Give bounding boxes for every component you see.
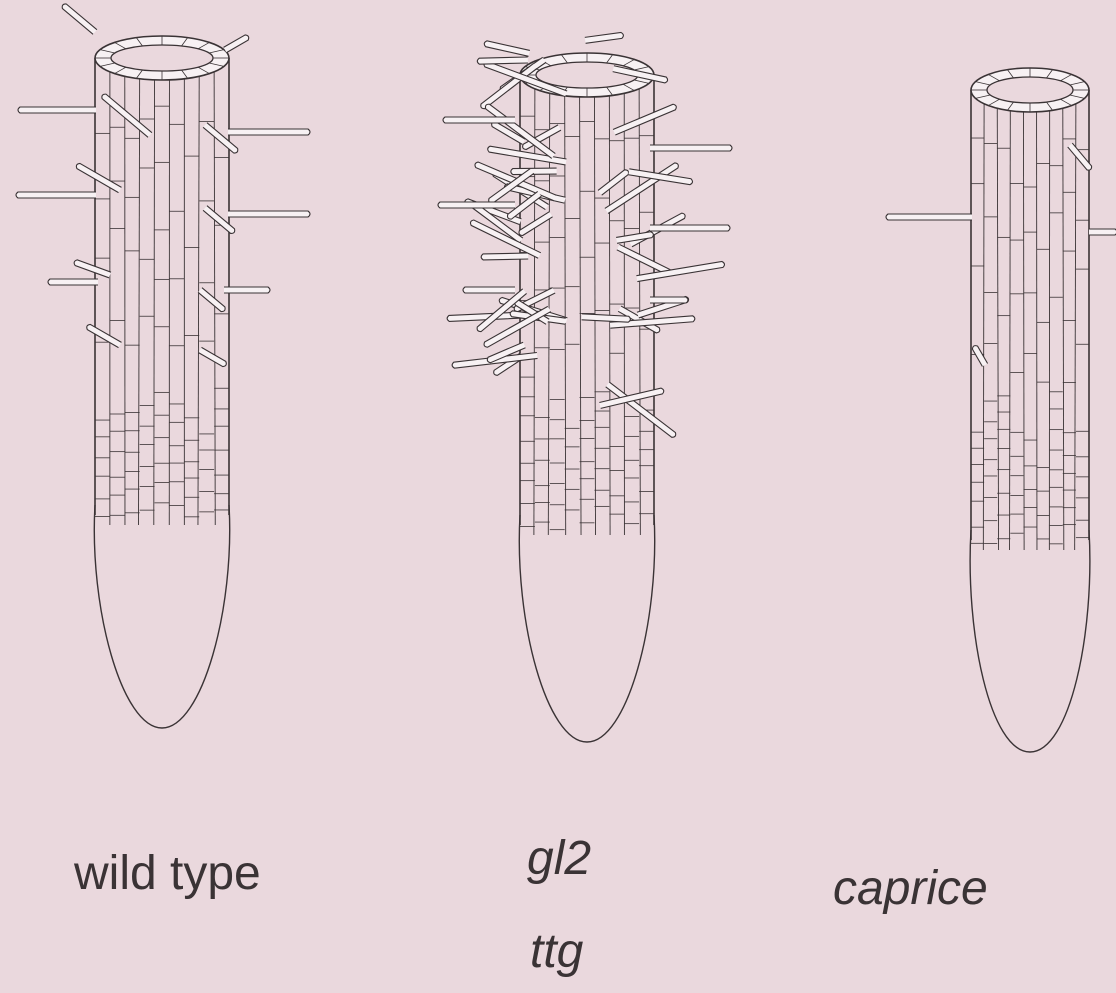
root-top-lumen	[536, 62, 638, 88]
root-tip-outline	[519, 515, 654, 742]
root-hair	[203, 123, 238, 153]
cell-file-line	[154, 66, 155, 525]
cell-file-line	[565, 83, 566, 535]
root-hair	[203, 206, 235, 234]
cell-file-line	[198, 66, 199, 525]
ttg-label: ttg	[530, 928, 583, 976]
wild-type-label: wild type	[74, 850, 261, 898]
gl2-ttg-root	[438, 32, 732, 742]
cell-file-line	[580, 83, 581, 535]
root-hair	[519, 212, 553, 236]
root-hair	[198, 288, 225, 312]
cell-file-line	[1063, 98, 1064, 550]
wild-type-root	[16, 4, 310, 728]
root-hair	[1089, 229, 1116, 235]
root-hair	[76, 163, 121, 192]
root-hair	[102, 94, 152, 137]
root-hair	[886, 214, 972, 220]
root-hair	[87, 324, 122, 347]
root-hair	[16, 192, 96, 198]
root-hair	[585, 32, 624, 43]
root-hair	[463, 287, 515, 293]
root-tip-outline	[970, 530, 1090, 752]
cell-file-line	[594, 83, 595, 535]
root-hair	[228, 129, 310, 135]
cell-file-line	[1023, 98, 1024, 550]
cell-file-line	[609, 83, 610, 535]
root-hair	[62, 4, 97, 34]
root-hair	[438, 202, 515, 208]
gl2-label: gl2	[527, 835, 591, 883]
root-hair	[228, 211, 310, 217]
root-hair	[48, 279, 98, 285]
root-tip-outline	[94, 505, 229, 728]
cell-file-line	[997, 98, 998, 550]
root-hair	[650, 225, 730, 231]
root-hair	[18, 107, 96, 113]
root-hair	[443, 117, 515, 123]
root-hair	[617, 244, 671, 274]
root-hair	[1068, 143, 1092, 170]
root-hair	[650, 145, 732, 151]
root-hair	[74, 260, 111, 278]
root-hair	[582, 314, 631, 322]
caprice-label: caprice	[833, 865, 988, 913]
root-top-lumen	[111, 45, 213, 71]
root-hair	[484, 41, 530, 56]
cell-file-line	[1075, 98, 1076, 550]
root-hair	[606, 382, 676, 437]
cell-file-line	[1010, 98, 1011, 550]
root-hair	[613, 104, 676, 135]
cell-file-line	[139, 66, 140, 525]
cell-file-line	[639, 83, 640, 535]
root-hair	[199, 347, 227, 366]
root-hair	[628, 169, 692, 185]
root-hair	[481, 253, 528, 260]
root-hair	[224, 35, 249, 53]
caprice-root	[886, 68, 1116, 752]
root-hair	[477, 57, 528, 64]
root-hair	[224, 287, 270, 293]
root-hair	[972, 346, 987, 367]
root-hair	[650, 297, 688, 303]
root-top-lumen	[987, 77, 1073, 103]
